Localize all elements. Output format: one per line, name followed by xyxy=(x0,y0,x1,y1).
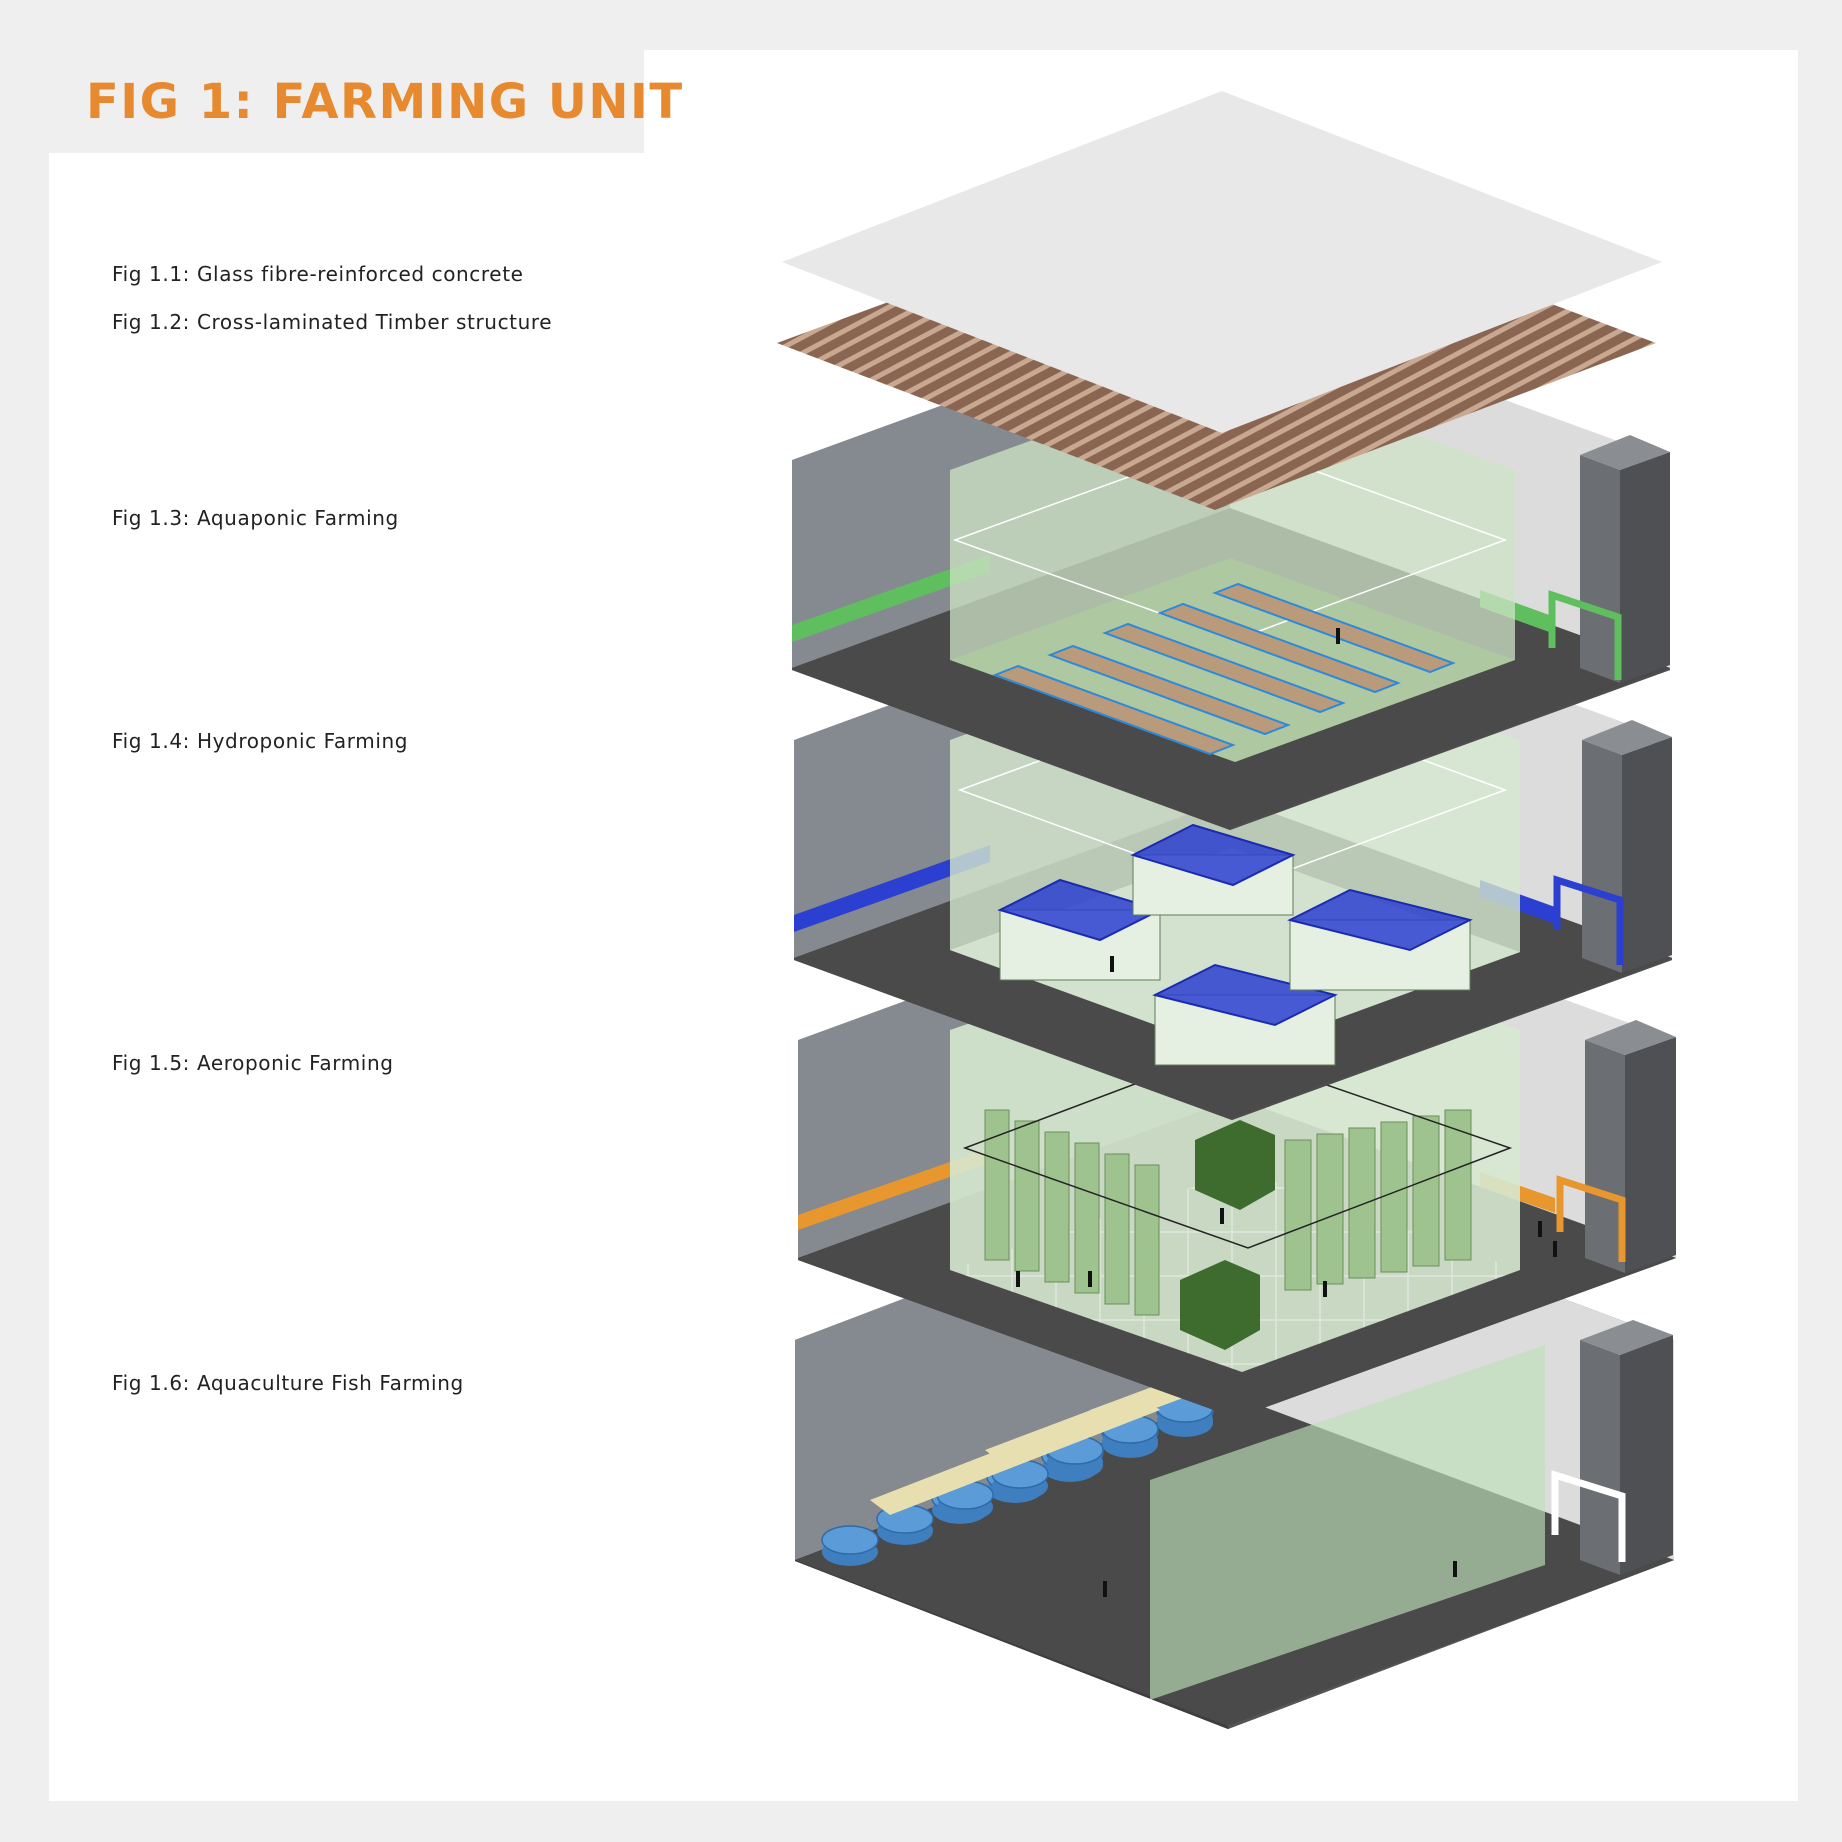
service-pipe-green xyxy=(792,555,990,642)
figure-title: FIG 1: FARMING UNIT xyxy=(86,74,684,130)
person-icon xyxy=(1220,1208,1224,1224)
planter-bed xyxy=(1047,644,1291,736)
stair-core-side xyxy=(1620,1335,1673,1575)
person-icon xyxy=(1103,1581,1107,1597)
label-clt-structure: Fig 1.2: Cross-laminated Timber structur… xyxy=(112,310,553,334)
person-icon xyxy=(1016,1271,1020,1287)
aeroponic-rack xyxy=(1104,1153,1130,1305)
person-icon xyxy=(1110,956,1114,972)
grc-roof-panel xyxy=(782,91,1662,433)
aeroponic-rack xyxy=(1444,1109,1472,1261)
label-hydroponic-farming: Fig 1.4: Hydroponic Farming xyxy=(112,729,409,753)
stair-core-top xyxy=(1585,1020,1676,1055)
planter-bed xyxy=(1212,582,1456,674)
stair-core-top xyxy=(1580,435,1670,470)
central-tower xyxy=(1195,1120,1275,1210)
people-markers xyxy=(1016,628,1557,1597)
aeroponic-rack xyxy=(1134,1164,1160,1316)
person-icon xyxy=(1453,1561,1457,1577)
aeroponic-rack xyxy=(1316,1133,1344,1285)
service-pipe-orange xyxy=(798,1148,990,1230)
nutrient-tray xyxy=(1152,963,1338,1027)
hydroponic-bed-array xyxy=(997,823,1473,1066)
stair-core-top xyxy=(1580,1320,1673,1355)
title-band xyxy=(49,50,644,153)
planter-bed xyxy=(1102,622,1346,714)
person-icon xyxy=(1538,1221,1542,1237)
aeroponic-rack xyxy=(1284,1139,1312,1291)
nutrient-tray xyxy=(1287,888,1473,952)
stair-core-side xyxy=(1625,1037,1676,1273)
grc-roof-layer xyxy=(782,91,1662,433)
planter-bed xyxy=(1157,602,1401,694)
stair-core-front xyxy=(1582,740,1622,973)
aquaponic-bed-array xyxy=(992,582,1456,756)
aeroponic-rack xyxy=(1380,1121,1408,1273)
label-aquaculture-fish-farming: Fig 1.6: Aquaculture Fish Farming xyxy=(112,1371,464,1395)
stair-core-front xyxy=(1585,1040,1625,1273)
label-aquaponic-farming: Fig 1.3: Aquaponic Farming xyxy=(112,506,399,530)
central-tower xyxy=(1180,1260,1260,1350)
stair-core-side xyxy=(1622,737,1672,973)
door-frame xyxy=(1556,1175,1626,1262)
nutrient-tray xyxy=(1130,823,1296,887)
aeroponic-rack-array xyxy=(984,1109,1472,1316)
aeroponic-rack xyxy=(1014,1120,1040,1272)
fish-tank-top xyxy=(821,1525,879,1555)
person-icon xyxy=(1323,1281,1327,1297)
label-glass-fibre-concrete: Fig 1.1: Glass fibre-reinforced concrete xyxy=(112,262,524,286)
door-frame xyxy=(1551,1470,1626,1562)
aeroponic-rack xyxy=(1074,1142,1100,1294)
planter-bed xyxy=(992,664,1236,756)
service-pipe-blue xyxy=(794,845,990,932)
stair-core-side xyxy=(1620,452,1670,683)
stair-core-front xyxy=(1580,1340,1620,1575)
stair-core-top xyxy=(1582,720,1672,755)
person-icon xyxy=(1088,1271,1092,1287)
door-frame xyxy=(1553,875,1624,965)
aeroponic-rack xyxy=(984,1109,1010,1261)
aeroponic-rack xyxy=(1412,1115,1440,1267)
person-icon xyxy=(1553,1241,1557,1257)
aeroponic-rack xyxy=(1044,1131,1070,1283)
door-frame xyxy=(1548,590,1622,680)
label-aeroponic-farming: Fig 1.5: Aeroponic Farming xyxy=(112,1051,394,1075)
person-icon xyxy=(1336,628,1340,644)
aeroponic-rack xyxy=(1348,1127,1376,1279)
glass-partition xyxy=(1150,1345,1545,1700)
stair-core-front xyxy=(1580,455,1620,683)
aeroponic-layer xyxy=(798,880,1676,1418)
